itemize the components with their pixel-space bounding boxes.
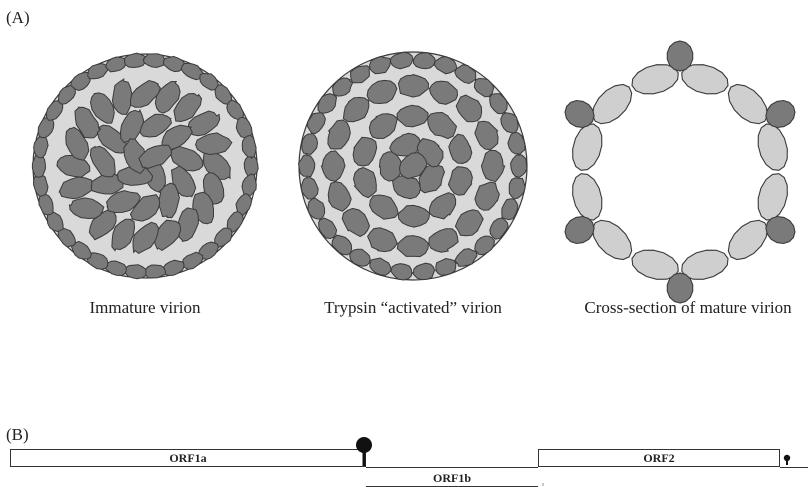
stem-loop-large-icon bbox=[356, 437, 372, 466]
stem-loop-small-icon bbox=[784, 455, 790, 465]
